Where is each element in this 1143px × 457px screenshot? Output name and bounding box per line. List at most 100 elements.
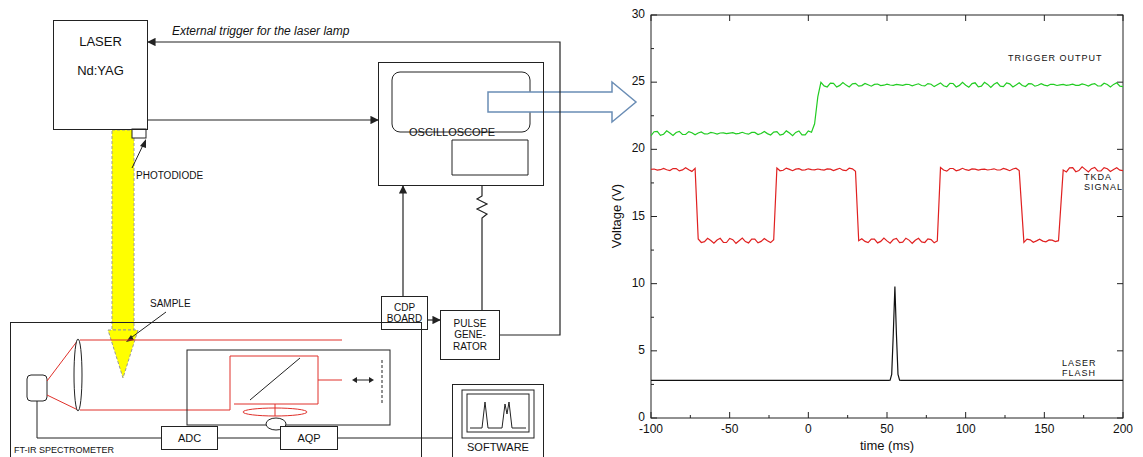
trace-label: TRIGGER OUTPUT xyxy=(1008,53,1103,63)
ir-beam xyxy=(80,340,342,341)
node-text: OSCILLOSCOPE xyxy=(409,126,495,139)
x-tick-label: 50 xyxy=(880,423,893,437)
flash-trace xyxy=(651,286,1123,380)
ir-beam xyxy=(275,404,276,416)
y-minor-tick xyxy=(651,384,654,385)
x-tick xyxy=(808,15,809,21)
x-minor-tick xyxy=(847,415,848,418)
y-minor-tick xyxy=(651,250,654,251)
y-tick-label: 5 xyxy=(638,344,645,358)
part-label: SAMPLE xyxy=(150,298,191,310)
detector-symbol xyxy=(27,375,47,401)
software-box: SOFTWARE xyxy=(452,384,544,457)
motion-arrow xyxy=(369,377,374,383)
x-tick-label: -50 xyxy=(721,423,738,437)
y-tick xyxy=(651,82,657,83)
moving-mirror xyxy=(382,360,383,405)
node-text: ADC xyxy=(178,432,201,445)
x-tick xyxy=(729,15,730,21)
signal-traces xyxy=(651,82,1123,380)
node-text: PULSE GENE- RATOR xyxy=(443,318,497,353)
node-text: LASER xyxy=(79,35,122,50)
x-tick-label: -100 xyxy=(639,423,663,437)
zoom-arrow xyxy=(488,82,636,122)
spectrometer-box: FT-IR SPECTROMETERADCAQP xyxy=(10,322,422,457)
signal-connector xyxy=(402,186,403,296)
photodiode-symbol xyxy=(132,129,146,138)
y-tick-label: 10 xyxy=(632,277,645,291)
scope-panel xyxy=(452,140,528,175)
part-label: PHOTODIODE xyxy=(136,170,203,182)
trace-label: LASER FLASH xyxy=(1062,358,1108,379)
trigger-trace xyxy=(651,82,1123,135)
process-box: AQP xyxy=(280,426,338,450)
y-tick xyxy=(1117,283,1123,284)
monitor-screen xyxy=(467,394,529,432)
node-text: SOFTWARE xyxy=(467,441,529,454)
laser-beam xyxy=(112,130,134,330)
y-tick xyxy=(1117,149,1123,150)
leader-head xyxy=(126,335,134,342)
x-tick xyxy=(1044,412,1045,418)
y-minor-tick xyxy=(651,115,654,116)
spectrum-trace xyxy=(470,402,526,428)
x-minor-tick xyxy=(769,415,770,418)
signal-connector xyxy=(477,186,487,310)
beam-splitter xyxy=(250,358,300,400)
x-tick xyxy=(808,412,809,418)
signal-wire xyxy=(37,401,161,438)
y-tick xyxy=(651,283,657,284)
signal-connector xyxy=(338,437,452,438)
x-tick xyxy=(965,412,966,418)
y-tick xyxy=(1117,82,1123,83)
node-text: Nd:YAG xyxy=(77,64,124,79)
x-tick xyxy=(729,412,730,418)
x-tick xyxy=(1044,15,1045,21)
signal-connector xyxy=(148,119,378,120)
oscilloscope-box: OSCILLOSCOPE xyxy=(378,62,544,186)
axis-title: time (ms) xyxy=(860,439,914,454)
y-tick xyxy=(651,149,657,150)
trace-label: TKDA SIGNAL xyxy=(1084,172,1130,193)
x-minor-tick xyxy=(1083,415,1084,418)
board-box: CDP BOARD xyxy=(381,296,428,330)
y-minor-tick xyxy=(651,48,654,49)
axis-ticks xyxy=(651,15,1123,418)
signal-connector xyxy=(148,42,560,335)
leader-line xyxy=(128,312,166,340)
x-tick xyxy=(651,15,652,21)
edge-label: External trigger for the laser lamp xyxy=(170,25,351,39)
x-tick xyxy=(1123,412,1124,418)
node-text: AQP xyxy=(297,432,320,445)
lens-symbol xyxy=(74,339,82,411)
y-tick xyxy=(651,15,657,16)
motion-arrow xyxy=(352,377,357,383)
ir-beam xyxy=(318,380,342,381)
y-tick-label: 15 xyxy=(632,210,645,224)
signal-connector xyxy=(428,319,440,320)
leader-head xyxy=(140,139,146,148)
y-minor-tick xyxy=(651,317,654,318)
ir-beam xyxy=(47,395,78,410)
x-tick xyxy=(651,412,652,418)
y-tick-label: 20 xyxy=(632,142,645,156)
x-minor-tick xyxy=(690,415,691,418)
ir-beam xyxy=(80,410,230,411)
x-tick xyxy=(1123,15,1124,21)
y-tick xyxy=(1117,216,1123,217)
y-tick xyxy=(651,418,657,419)
x-tick xyxy=(887,15,888,21)
y-minor-tick xyxy=(651,182,654,183)
laser-box: LASER Nd:YAG xyxy=(53,20,148,130)
x-minor-tick xyxy=(1005,415,1006,418)
y-tick xyxy=(1117,418,1123,419)
y-tick xyxy=(651,350,657,351)
y-tick xyxy=(651,216,657,217)
ir-beam xyxy=(47,340,78,381)
signal-connector xyxy=(218,437,280,438)
y-tick xyxy=(1117,350,1123,351)
x-tick xyxy=(965,15,966,21)
interferometer-box xyxy=(187,350,390,425)
